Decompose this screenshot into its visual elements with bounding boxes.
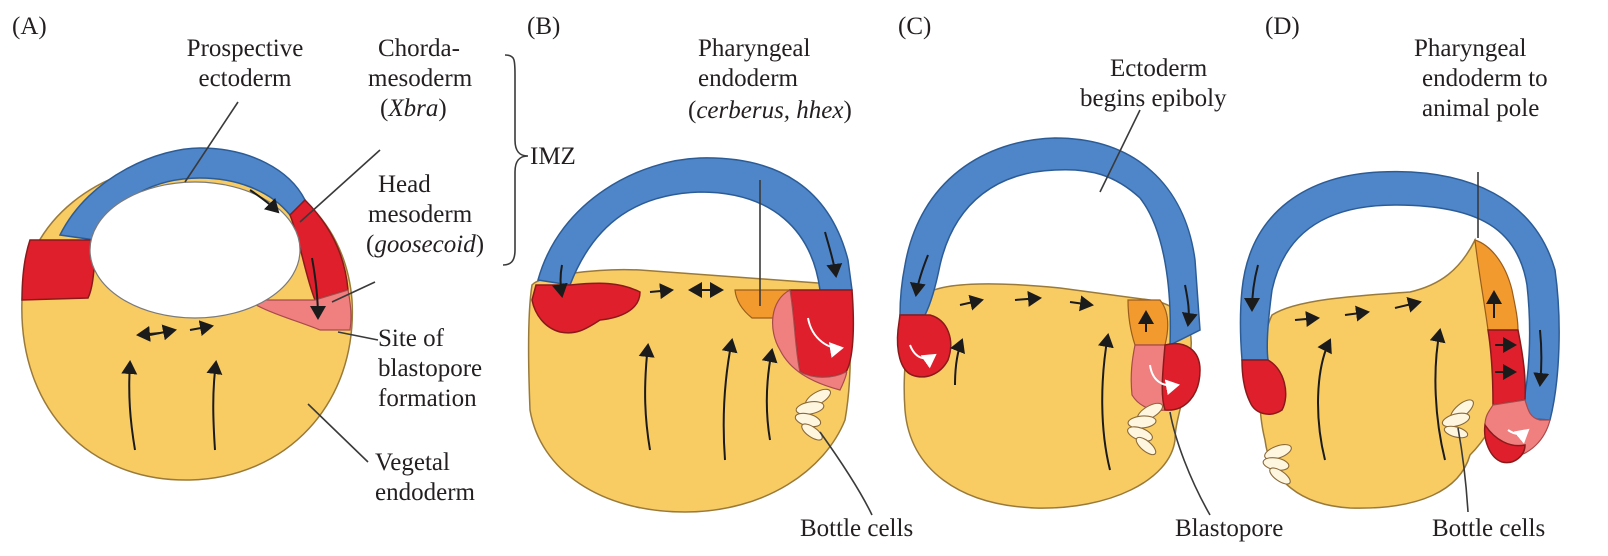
- panel-b-mesoderm-right: [790, 290, 853, 377]
- imz-brace: [503, 55, 528, 265]
- label-head-mesoderm-1: Head: [378, 171, 431, 198]
- label-vegetal-endoderm-2: endoderm: [375, 479, 476, 506]
- panel-c-mesoderm-left: [898, 315, 951, 377]
- panel-d: (D) Pharyngeal endoderm to anim: [1241, 13, 1560, 542]
- leader-vegetal-endoderm: [308, 404, 368, 462]
- label-chordamesoderm-2: mesoderm: [368, 65, 473, 92]
- label-blastopore: Blastopore: [1175, 515, 1283, 542]
- panel-c-mesoderm-right: [1162, 344, 1200, 410]
- label-vegetal-endoderm-1: Vegetal: [375, 449, 450, 476]
- label-bottle-cells-b: Bottle cells: [800, 515, 913, 542]
- label-cerberus-hhex: (cerberus, hhex): [688, 97, 852, 124]
- panel-c-pharyngeal-endoderm: [1128, 300, 1168, 345]
- label-site-blastopore-3: formation: [378, 385, 477, 412]
- label-imz: IMZ: [530, 143, 576, 170]
- label-xbra: (Xbra): [380, 95, 447, 122]
- panel-label-a: (A): [12, 13, 47, 40]
- label-pharyngeal-endoderm-d-2: endoderm to: [1422, 65, 1548, 92]
- label-ectoderm-epiboly-1: Ectoderm: [1110, 55, 1208, 82]
- panel-b-ectoderm: [538, 158, 852, 290]
- label-pharyngeal-endoderm-d-3: animal pole: [1422, 95, 1539, 122]
- panel-label-d: (D): [1265, 13, 1300, 40]
- label-prospective-ectoderm-2: ectoderm: [198, 65, 292, 92]
- label-chordamesoderm-1: Chorda-: [378, 35, 460, 62]
- label-site-blastopore-2: blastopore: [378, 355, 482, 382]
- label-pharyngeal-endoderm-b-1: Pharyngeal: [698, 35, 811, 62]
- label-ectoderm-epiboly-2: begins epiboly: [1080, 85, 1227, 112]
- label-bottle-cells-d: Bottle cells: [1432, 515, 1545, 542]
- label-site-blastopore-1: Site of: [378, 325, 445, 352]
- label-prospective-ectoderm-1: Prospective: [187, 35, 304, 62]
- panel-b: (B) Pharyngeal endoderm (cerberus, hhex)…: [527, 13, 913, 542]
- panel-label-c: (C): [898, 13, 931, 40]
- label-head-mesoderm-2: mesoderm: [368, 201, 473, 228]
- label-goosecoid: (goosecoid): [366, 231, 484, 258]
- panel-a: (A) Prospective ectoderm Chorda- mesoder…: [12, 13, 576, 506]
- mesoderm-left-region: [22, 240, 95, 300]
- label-pharyngeal-endoderm-b-2: endoderm: [698, 65, 799, 92]
- panel-d-mesoderm-right: [1488, 330, 1525, 405]
- panel-c: (C) Ectoderm begins epiboly Blastopore: [898, 13, 1284, 542]
- label-pharyngeal-endoderm-d-1: Pharyngeal: [1414, 35, 1527, 62]
- panel-label-b: (B): [527, 13, 560, 40]
